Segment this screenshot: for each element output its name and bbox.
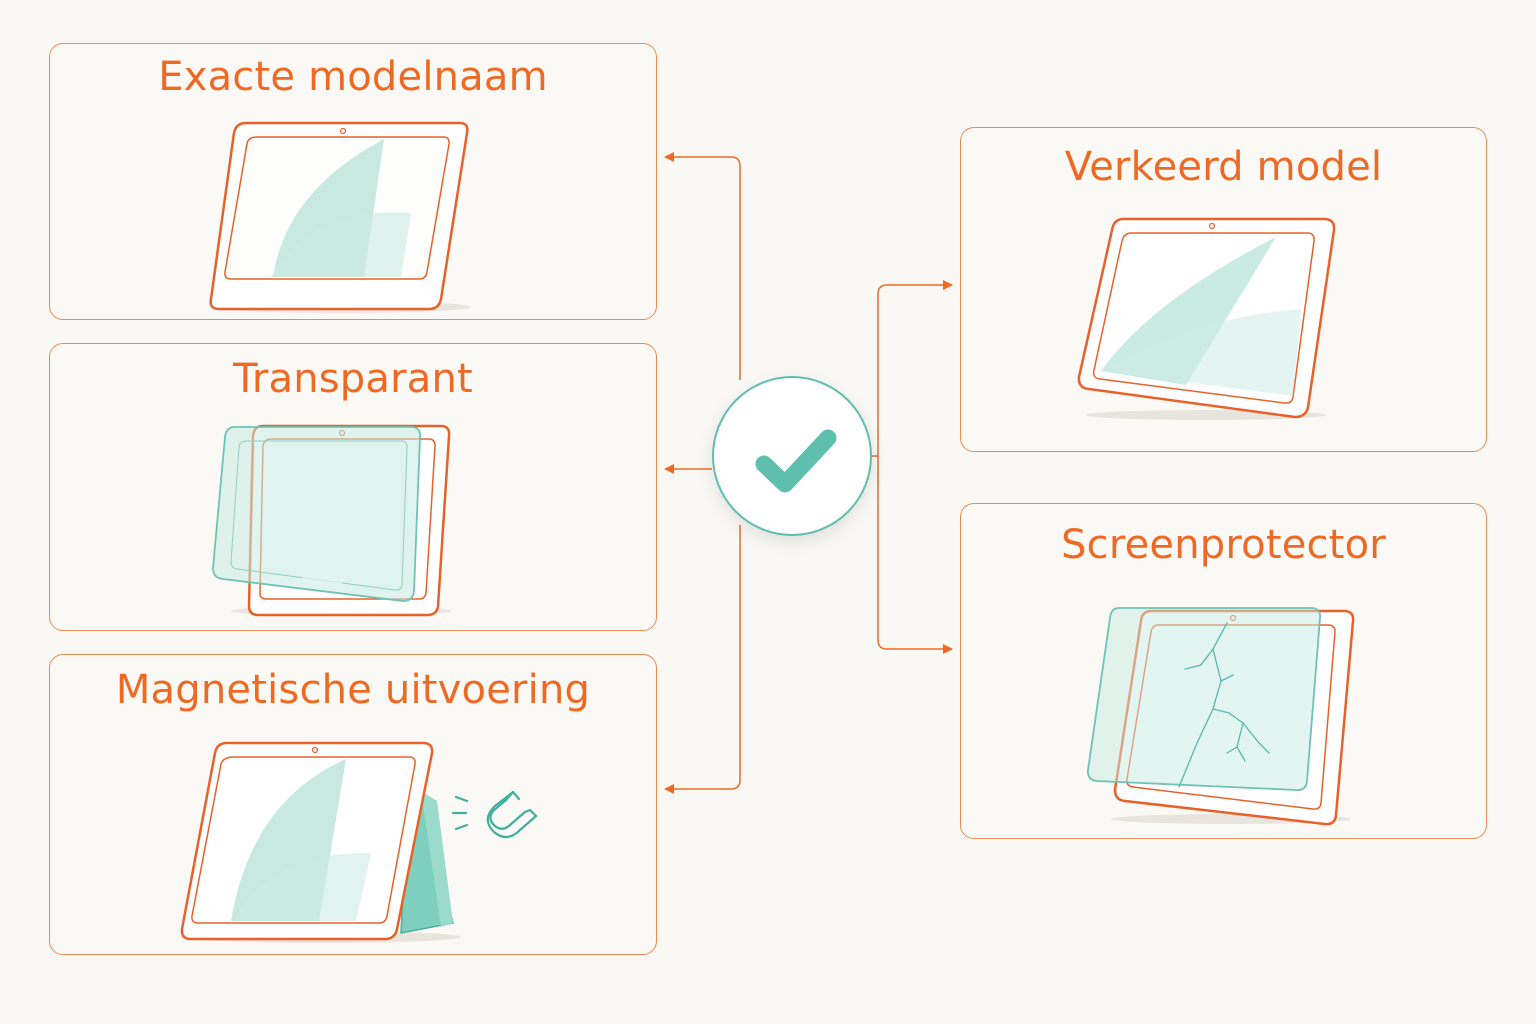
- hub-checkmark-circle: [712, 376, 872, 536]
- connector-to-screenprotector: [877, 456, 953, 654]
- connector-to-magnetische-uitvoering: [664, 525, 741, 794]
- connector-to-exacte-modelnaam: [664, 152, 741, 380]
- card-screenprotector: Screenprotector: [960, 503, 1487, 839]
- card-title: Verkeerd model: [1064, 144, 1383, 190]
- magnet-icon: [451, 790, 538, 839]
- tablet-illustration: [209, 121, 471, 313]
- card-verkeerd-model: Verkeerd model: [960, 127, 1487, 452]
- card-transparant: Transparant: [49, 343, 657, 631]
- tablet-with-cracked-screenprotector-illustration: [1087, 607, 1355, 826]
- card-title: Screenprotector: [1061, 522, 1386, 568]
- tablet-with-magnetic-cover-illustration: [180, 741, 538, 943]
- tablet-with-transparent-case-illustration: [212, 424, 451, 617]
- card-title: Transparant: [233, 356, 473, 402]
- card-title: Exacte modelnaam: [158, 54, 548, 100]
- tablet-illustration: [1077, 217, 1336, 420]
- connector-to-verkeerd-model: [872, 280, 953, 457]
- card-magnetische-uitvoering: Magnetische uitvoering: [49, 654, 657, 955]
- card-exacte-modelnaam: Exacte modelnaam: [49, 43, 657, 320]
- checkmark-icon: [755, 429, 837, 493]
- card-title: Magnetische uitvoering: [115, 667, 591, 713]
